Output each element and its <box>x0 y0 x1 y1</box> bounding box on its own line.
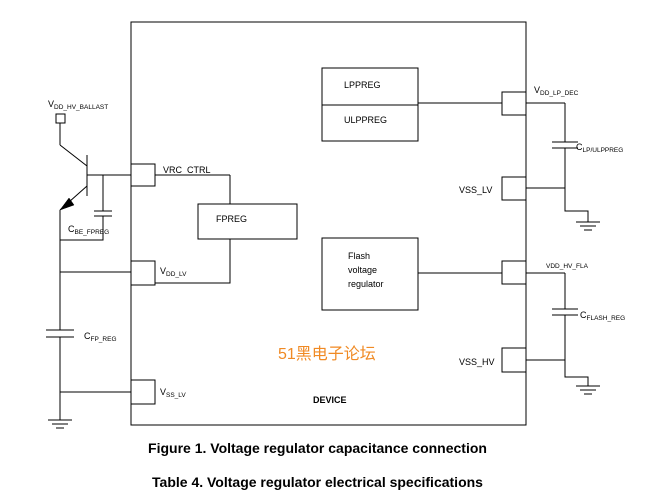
flash-regulator-box <box>321 237 419 311</box>
vss-hv-label: VSS_HV <box>459 357 495 367</box>
vss-lv-left-pin <box>130 379 156 405</box>
transistor-collector <box>59 144 88 167</box>
wire-clp-to-gnd <box>564 148 589 222</box>
vdd-hv-ballast-label: VDD_HV_BALLAST <box>48 99 108 111</box>
flash-label-line1: Flash <box>348 251 370 261</box>
cfp-reg-label: CFP_REG <box>84 331 117 343</box>
lppreg-label: LPPREG <box>344 80 381 90</box>
voltage-regulator-diagram: LPPREG ULPPREG FPREG Flash voltage regul… <box>46 21 625 429</box>
device-label: DEVICE <box>313 395 347 405</box>
ballast-terminal <box>55 113 66 124</box>
watermark-text: 51黑电子论坛 <box>278 345 376 363</box>
vss-lv-right-label: VSS_LV <box>459 185 492 195</box>
vrc-ctrl-pin <box>130 163 156 187</box>
vss-lv-right-pin <box>501 176 527 201</box>
wire-fpreg-to-vdd-lv <box>155 239 231 284</box>
flash-label-line3: regulator <box>348 279 384 289</box>
device-box <box>130 21 527 426</box>
vdd-lp-dec-label: VDD_LP_DEC <box>534 85 579 97</box>
transistor-emitter-arrow <box>59 197 75 211</box>
vss-hv-pin <box>501 347 527 373</box>
cflash-reg-label: CFLASH_REG <box>580 310 625 322</box>
vss-lv-left-label: VSS_LV <box>160 387 186 399</box>
table-caption: Table 4. Voltage regulator electrical sp… <box>152 474 483 490</box>
vdd-lp-dec-pin <box>501 91 527 116</box>
vdd-hv-fla-label: VDD_HV_FLA <box>546 263 589 270</box>
clp-ulppreg-label: CLP/ULPPREG <box>576 142 623 154</box>
vdd-hv-fla-pin <box>501 260 527 285</box>
figure-caption: Figure 1. Voltage regulator capacitance … <box>148 440 487 456</box>
flash-label-line2: voltage <box>348 265 377 275</box>
ulppreg-label: ULPPREG <box>344 115 387 125</box>
fpreg-box <box>197 203 298 240</box>
vdd-lv-label: VDD_LV <box>160 266 187 278</box>
vrc-ctrl-label: VRC_CTRL <box>163 165 211 175</box>
vdd-lv-pin <box>130 260 156 286</box>
fpreg-label: FPREG <box>216 214 247 224</box>
wire-cbe-return <box>60 216 104 241</box>
cbe-fpreg-label: CBE_FPREG <box>68 224 109 236</box>
wire-cflash-to-gnd <box>564 315 589 386</box>
